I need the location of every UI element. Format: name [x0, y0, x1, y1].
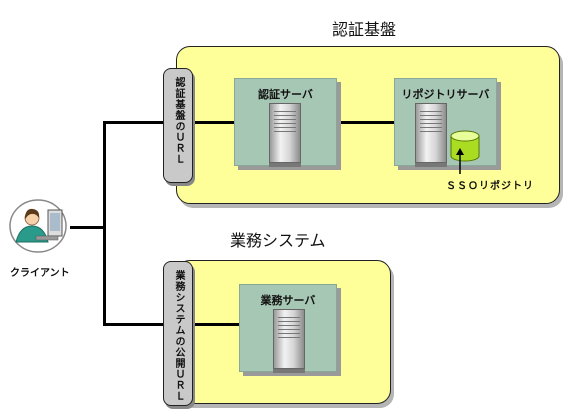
server-icon: [269, 103, 301, 167]
auth-url-pill[interactable]: 認証基盤のＵＲＬ: [163, 68, 193, 183]
biz-server-label: 業務サーバ: [260, 294, 316, 307]
repo-server[interactable]: リポジトリサーバ: [394, 78, 497, 167]
server-icon: [415, 103, 447, 167]
biz-server[interactable]: 業務サーバ: [239, 284, 337, 373]
client-label: クライアント: [10, 268, 70, 279]
trunk-connector: [103, 121, 106, 326]
client-user-icon: [9, 199, 67, 253]
client-connector: [70, 226, 104, 229]
auth-branch-connector: [103, 121, 163, 124]
sso-pointer-arrow: [456, 148, 464, 174]
server-icon: [273, 309, 305, 373]
auth-to-repo-connector: [335, 121, 394, 124]
database-icon: [450, 130, 480, 162]
auth-zone-title: 認証基盤: [332, 20, 397, 39]
biz-branch-connector: [103, 323, 163, 326]
auth-url-to-server-connector: [193, 121, 234, 124]
biz-url-pill[interactable]: 業務システムの公開ＵＲＬ: [163, 261, 193, 406]
biz-url-to-server-connector: [193, 323, 239, 326]
biz-url-label: 業務システムの公開ＵＲＬ: [173, 270, 184, 402]
auth-server-label: 認証サーバ: [258, 88, 313, 101]
auth-server[interactable]: 認証サーバ: [234, 78, 337, 167]
repo-server-label: リポジトリサーバ: [401, 88, 490, 101]
sso-repo-label: ＳＳＯリポジトリ: [446, 181, 534, 192]
biz-zone-title: 業務システム: [230, 231, 326, 250]
auth-url-label: 認証基盤のＵＲＬ: [173, 77, 184, 165]
